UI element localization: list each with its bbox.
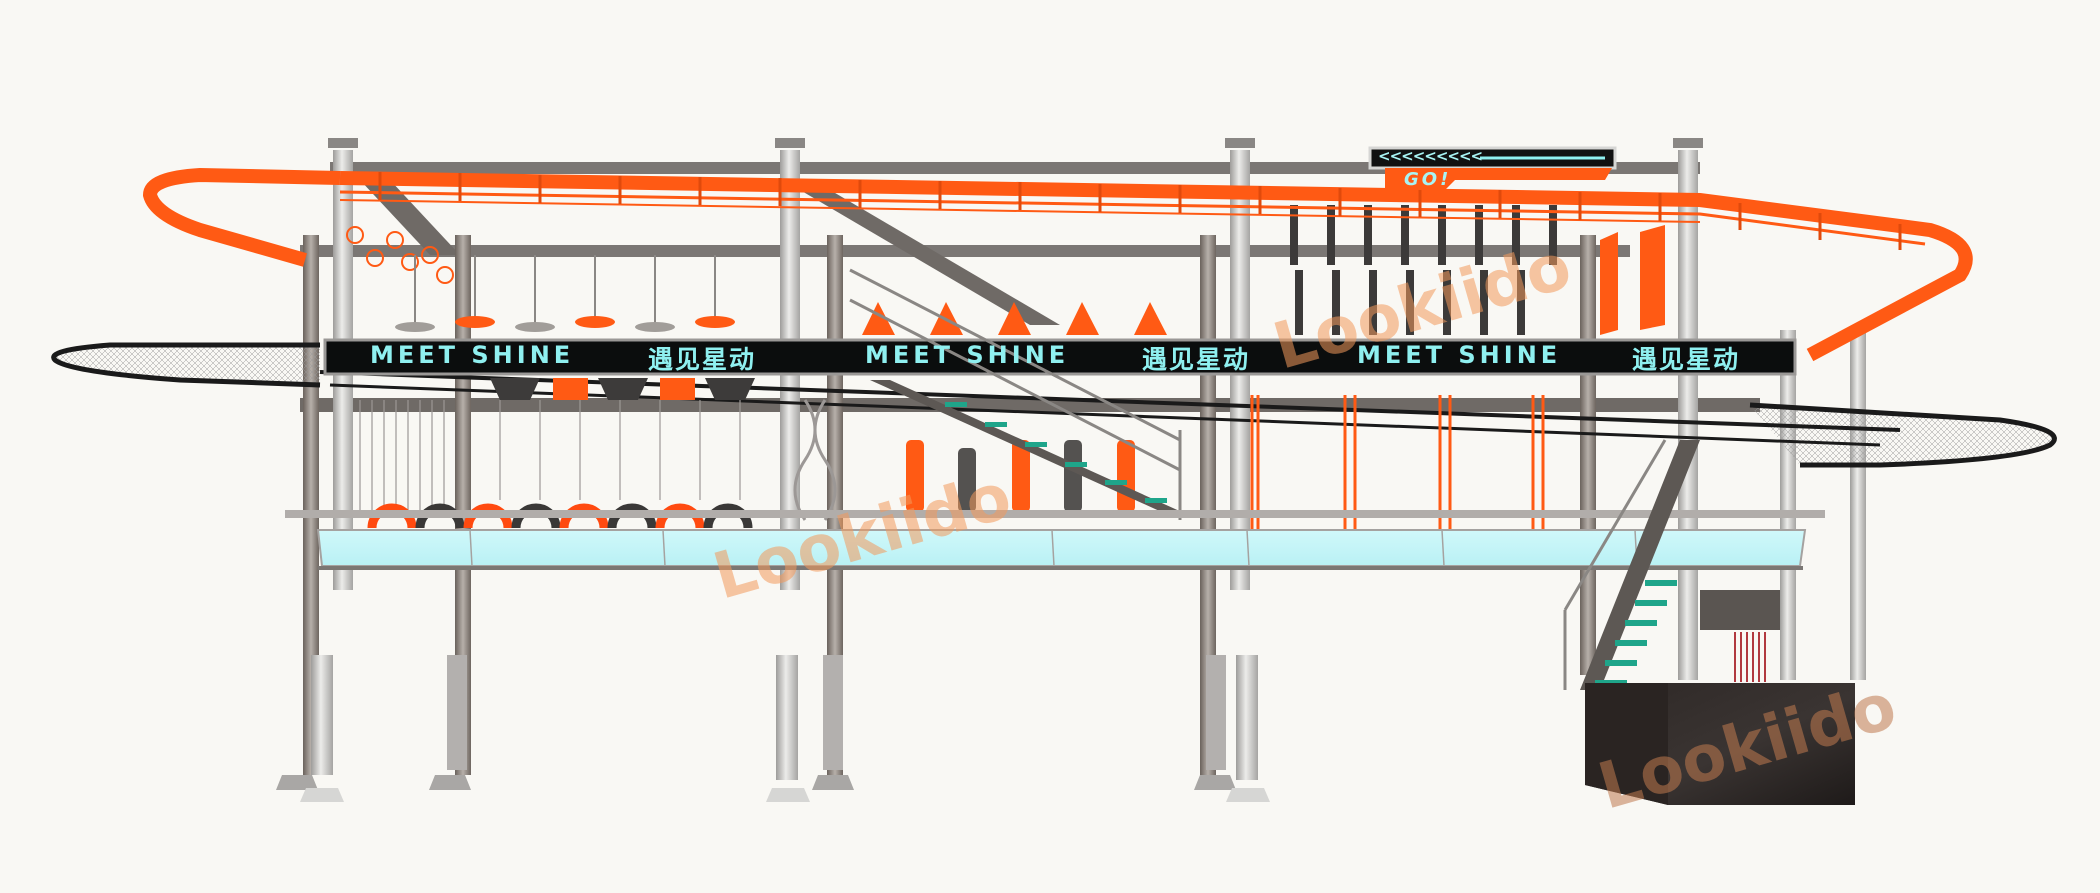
go-sign-label: GO! xyxy=(1404,169,1452,190)
net-track xyxy=(51,342,2057,468)
cyan-deck xyxy=(285,510,1825,570)
meet-shine-banner xyxy=(323,338,1797,376)
tire-bridge xyxy=(367,503,753,529)
twisted-ropes xyxy=(793,399,837,521)
hanging-rings xyxy=(346,226,454,284)
rail-clips xyxy=(378,172,1902,250)
banner-text-en-1: MEET SHINE xyxy=(370,341,575,369)
orange-rail-track xyxy=(142,167,1973,362)
swing-discs xyxy=(395,255,735,332)
hanging-ropes xyxy=(359,400,741,510)
banner-text-cn-2: 遇见星动 xyxy=(1142,345,1251,374)
go-sign xyxy=(1368,146,1617,190)
banner-text-cn-3: 遇见星动 xyxy=(1632,345,1741,374)
go-sign-arrows: <<<<<<<<< xyxy=(1378,147,1483,165)
banner-text-en-2: MEET SHINE xyxy=(865,341,1070,369)
banner-text-en-3: MEET SHINE xyxy=(1357,341,1562,369)
banner-text-cn-1: 遇见星动 xyxy=(648,345,757,374)
hanging-rods xyxy=(1290,205,1557,335)
step-blocks xyxy=(490,378,755,400)
punching-bags xyxy=(906,440,1135,512)
entry-base-block xyxy=(1585,683,1855,805)
orange-vertical-ropes xyxy=(1250,395,1545,530)
orange-panels xyxy=(1600,225,1665,335)
center-staircase xyxy=(849,268,1195,520)
